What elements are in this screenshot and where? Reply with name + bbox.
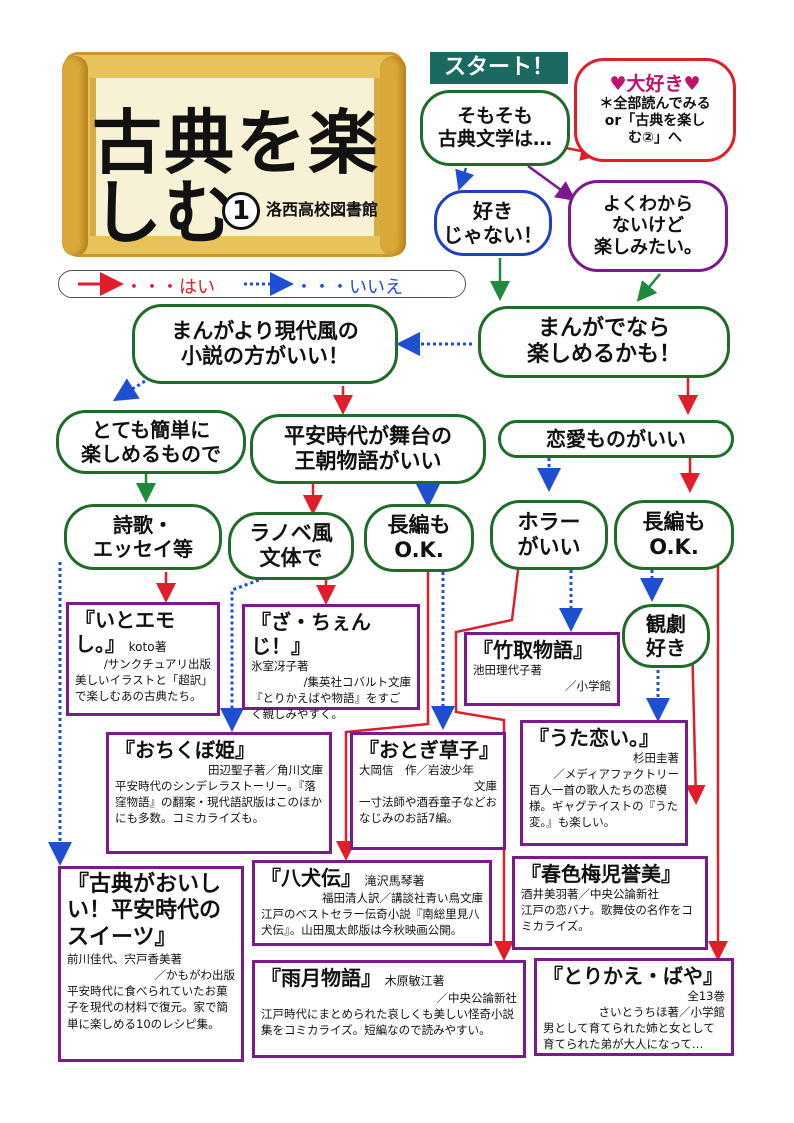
- book-publisher: /集英社コバルト文庫: [303, 675, 411, 690]
- book-title: 『雨月物語』: [261, 966, 381, 990]
- legend: ・・・はい ・・・いいえ: [58, 270, 466, 298]
- book-description: 江戸のベストセラー伝奇小説『南総里見八犬伝』。山田風太郎版は今秋映画公開。: [261, 907, 480, 938]
- scroll-paper: [90, 78, 380, 236]
- book-otogi: 『おとぎ草子』 大岡信 作／岩波少年 文庫 一寸法師や酒呑童子などおなじみのお話…: [350, 732, 506, 850]
- node-heian: 平安時代が舞台の 王朝物語がいい: [250, 414, 486, 484]
- book-title: 『竹取物語』: [473, 638, 593, 662]
- issue-number: 1: [222, 192, 260, 230]
- book-author: 池田理代子著: [473, 663, 542, 677]
- book-title: 『うた恋い。』: [529, 726, 659, 750]
- library-name: 洛西高校図書館: [266, 200, 379, 219]
- book-publisher: ／中央公論新社: [436, 991, 518, 1005]
- node-manga-ok: まんがでなら 楽しめるかも！: [478, 306, 730, 378]
- book-description: 平安時代に食べられていたお菓子を現代の材料で復元。家で簡単に楽しめる10のレシピ…: [67, 984, 228, 1031]
- node-love-classic: ♥大好き♥ ＊全部読んでみる or「古典を楽し む②」へ: [574, 58, 736, 162]
- node-theater: 観劇 好き: [622, 604, 710, 668]
- book-author: 杉田圭著: [633, 751, 679, 765]
- book-itoemoshi: 『いとエモし。』 koto著 /サンクチュアリ出版 美しいイラストと「超訳」で楽…: [66, 602, 220, 716]
- book-utakoi: 『うた恋い。』 杉田圭著 ／メディアファクトリー 百人一首の歌人たちの恋模様。ギ…: [520, 720, 688, 846]
- book-description: 江戸時代にまとめられた哀しくも美しい怪奇小説集をコミカライズ。短編なので読みやす…: [261, 1007, 514, 1038]
- book-author: koto著: [128, 640, 167, 654]
- book-description: 百人一首の歌人たちの恋模様。ギャグテイストの『うた変。』も楽しい。: [529, 783, 679, 830]
- node-easy: とても簡単に 楽しめるもので: [56, 410, 246, 474]
- book-description: 一寸法師や酒呑童子などおなじみのお話7編。: [359, 795, 497, 826]
- node-long-ok-2: 長編も O.K.: [614, 500, 734, 570]
- node-lightnovel: ラノベ風 文体で: [228, 512, 354, 580]
- book-ochikubo: 『おちくぼ姫』 田辺聖子著／角川文庫 平安時代のシンデレラストーリー。『落窪物語…: [106, 732, 332, 854]
- book-zachenji: 『ざ・ちぇんじ！』 氷室冴子著 /集英社コバルト文庫 『とりかえばや物語』をすご…: [242, 604, 420, 721]
- book-author: 木原敏江著: [384, 974, 445, 988]
- legend-no: ・・・いいえ: [295, 277, 403, 298]
- book-publisher: ／メディアファクトリー: [553, 767, 679, 782]
- start-label: スタート！: [430, 52, 568, 84]
- book-author: 大岡信 作／岩波少年: [359, 763, 474, 777]
- node-horror: ホラー がいい: [490, 500, 608, 570]
- legend-yes: ・・・はい: [125, 277, 215, 298]
- node-poem-essay: 詩歌・ エッセイ等: [64, 504, 222, 570]
- book-description: 美しいイラストと「超訳」で楽しむあの古典たち。: [75, 673, 208, 704]
- book-description: 男として育てられた姉と女として育てられた弟が大人になって…: [543, 1021, 715, 1052]
- book-author: 氷室冴子著: [251, 659, 309, 673]
- book-publisher: ／小学館: [565, 679, 611, 694]
- book-taketori: 『竹取物語』 池田理代子著 ／小学館: [464, 632, 620, 706]
- book-author: 前川佳代、宍戸香美著: [67, 952, 182, 967]
- book-description: 平安時代のシンデレラストーリー。『落窪物語』の翻案・現代語訳版はこのほかにも多数…: [115, 779, 322, 826]
- book-title: 『おちくぼ姫』: [115, 738, 255, 762]
- book-title: 『ざ・ちぇんじ！』: [251, 610, 371, 658]
- book-description: 江戸の恋バナ。歌舞伎の名作をコミカライズ。: [521, 903, 693, 934]
- node-long-ok-1: 長編も O.K.: [364, 504, 474, 572]
- node-dislike: 好き じゃない！: [434, 190, 552, 256]
- node-unsure: よくわから ないけど 楽しみたい。: [568, 180, 728, 272]
- book-title: 『古典がおいしい！平安時代のスイーツ』: [67, 872, 222, 950]
- scroll-roll-right: [380, 56, 406, 256]
- book-torikae: 『とりかえ・ばや』 全13巻 さいとうちほ著／小学館 男として育てられた姉と女と…: [534, 958, 734, 1056]
- book-ugetsu: 『雨月物語』 木原敏江著 ／中央公論新社 江戸時代にまとめられた哀しくも美しい怪…: [252, 960, 526, 1058]
- book-description: 『とりかえばや物語』をすごく親しみやすく。: [251, 691, 401, 722]
- book-volumes: 全13巻: [687, 989, 725, 1003]
- book-title: 『いとエモし。』: [75, 608, 175, 656]
- book-title: 『とりかえ・ばや』: [543, 964, 723, 988]
- book-author: 滝沢馬琴著: [364, 874, 425, 888]
- love-heading: ♥大好き♥: [609, 73, 701, 96]
- book-publisher: /サンクチュアリ出版: [103, 657, 211, 671]
- node-romance: 恋愛ものがいい: [498, 420, 734, 458]
- page-title: 古典を楽しむ: [92, 101, 380, 254]
- book-author: 酒井美羽著／中央公論新社: [521, 887, 659, 901]
- book-title: 『八犬伝』: [261, 866, 361, 890]
- book-title: 『春色梅児誉美』: [521, 862, 681, 886]
- book-publisher: 文庫: [474, 779, 497, 794]
- book-author: 田辺聖子著／角川文庫: [208, 763, 323, 777]
- book-title: 『おとぎ草子』: [359, 738, 499, 762]
- scroll-roll-left: [62, 56, 88, 256]
- book-harukoi: 『春色梅児誉美』 酒井美羽著／中央公論新社 江戸の恋バナ。歌舞伎の名作をコミカラ…: [512, 856, 708, 950]
- book-hakkenden: 『八犬伝』 滝沢馬琴著 福田清人訳／講談社青い鳥文庫 江戸のベストセラー伝奇小説…: [252, 860, 492, 946]
- book-publisher: 福田清人訳／講談社青い鳥文庫: [322, 891, 483, 905]
- book-publisher: ／かもがわ出版: [154, 968, 236, 983]
- book-koten-sweets: 『古典がおいしい！平安時代のスイーツ』 前川佳代、宍戸香美著 ／かもがわ出版 平…: [58, 866, 244, 1062]
- book-author: さいとうちほ著／小学館: [598, 1005, 726, 1020]
- love-body: ＊全部読んでみる or「古典を楽し む②」へ: [599, 96, 711, 146]
- node-question-classic: そもそも 古典文学は…: [420, 90, 570, 166]
- node-prefer-novel: まんがより現代風の 小説の方がいい！: [132, 304, 398, 384]
